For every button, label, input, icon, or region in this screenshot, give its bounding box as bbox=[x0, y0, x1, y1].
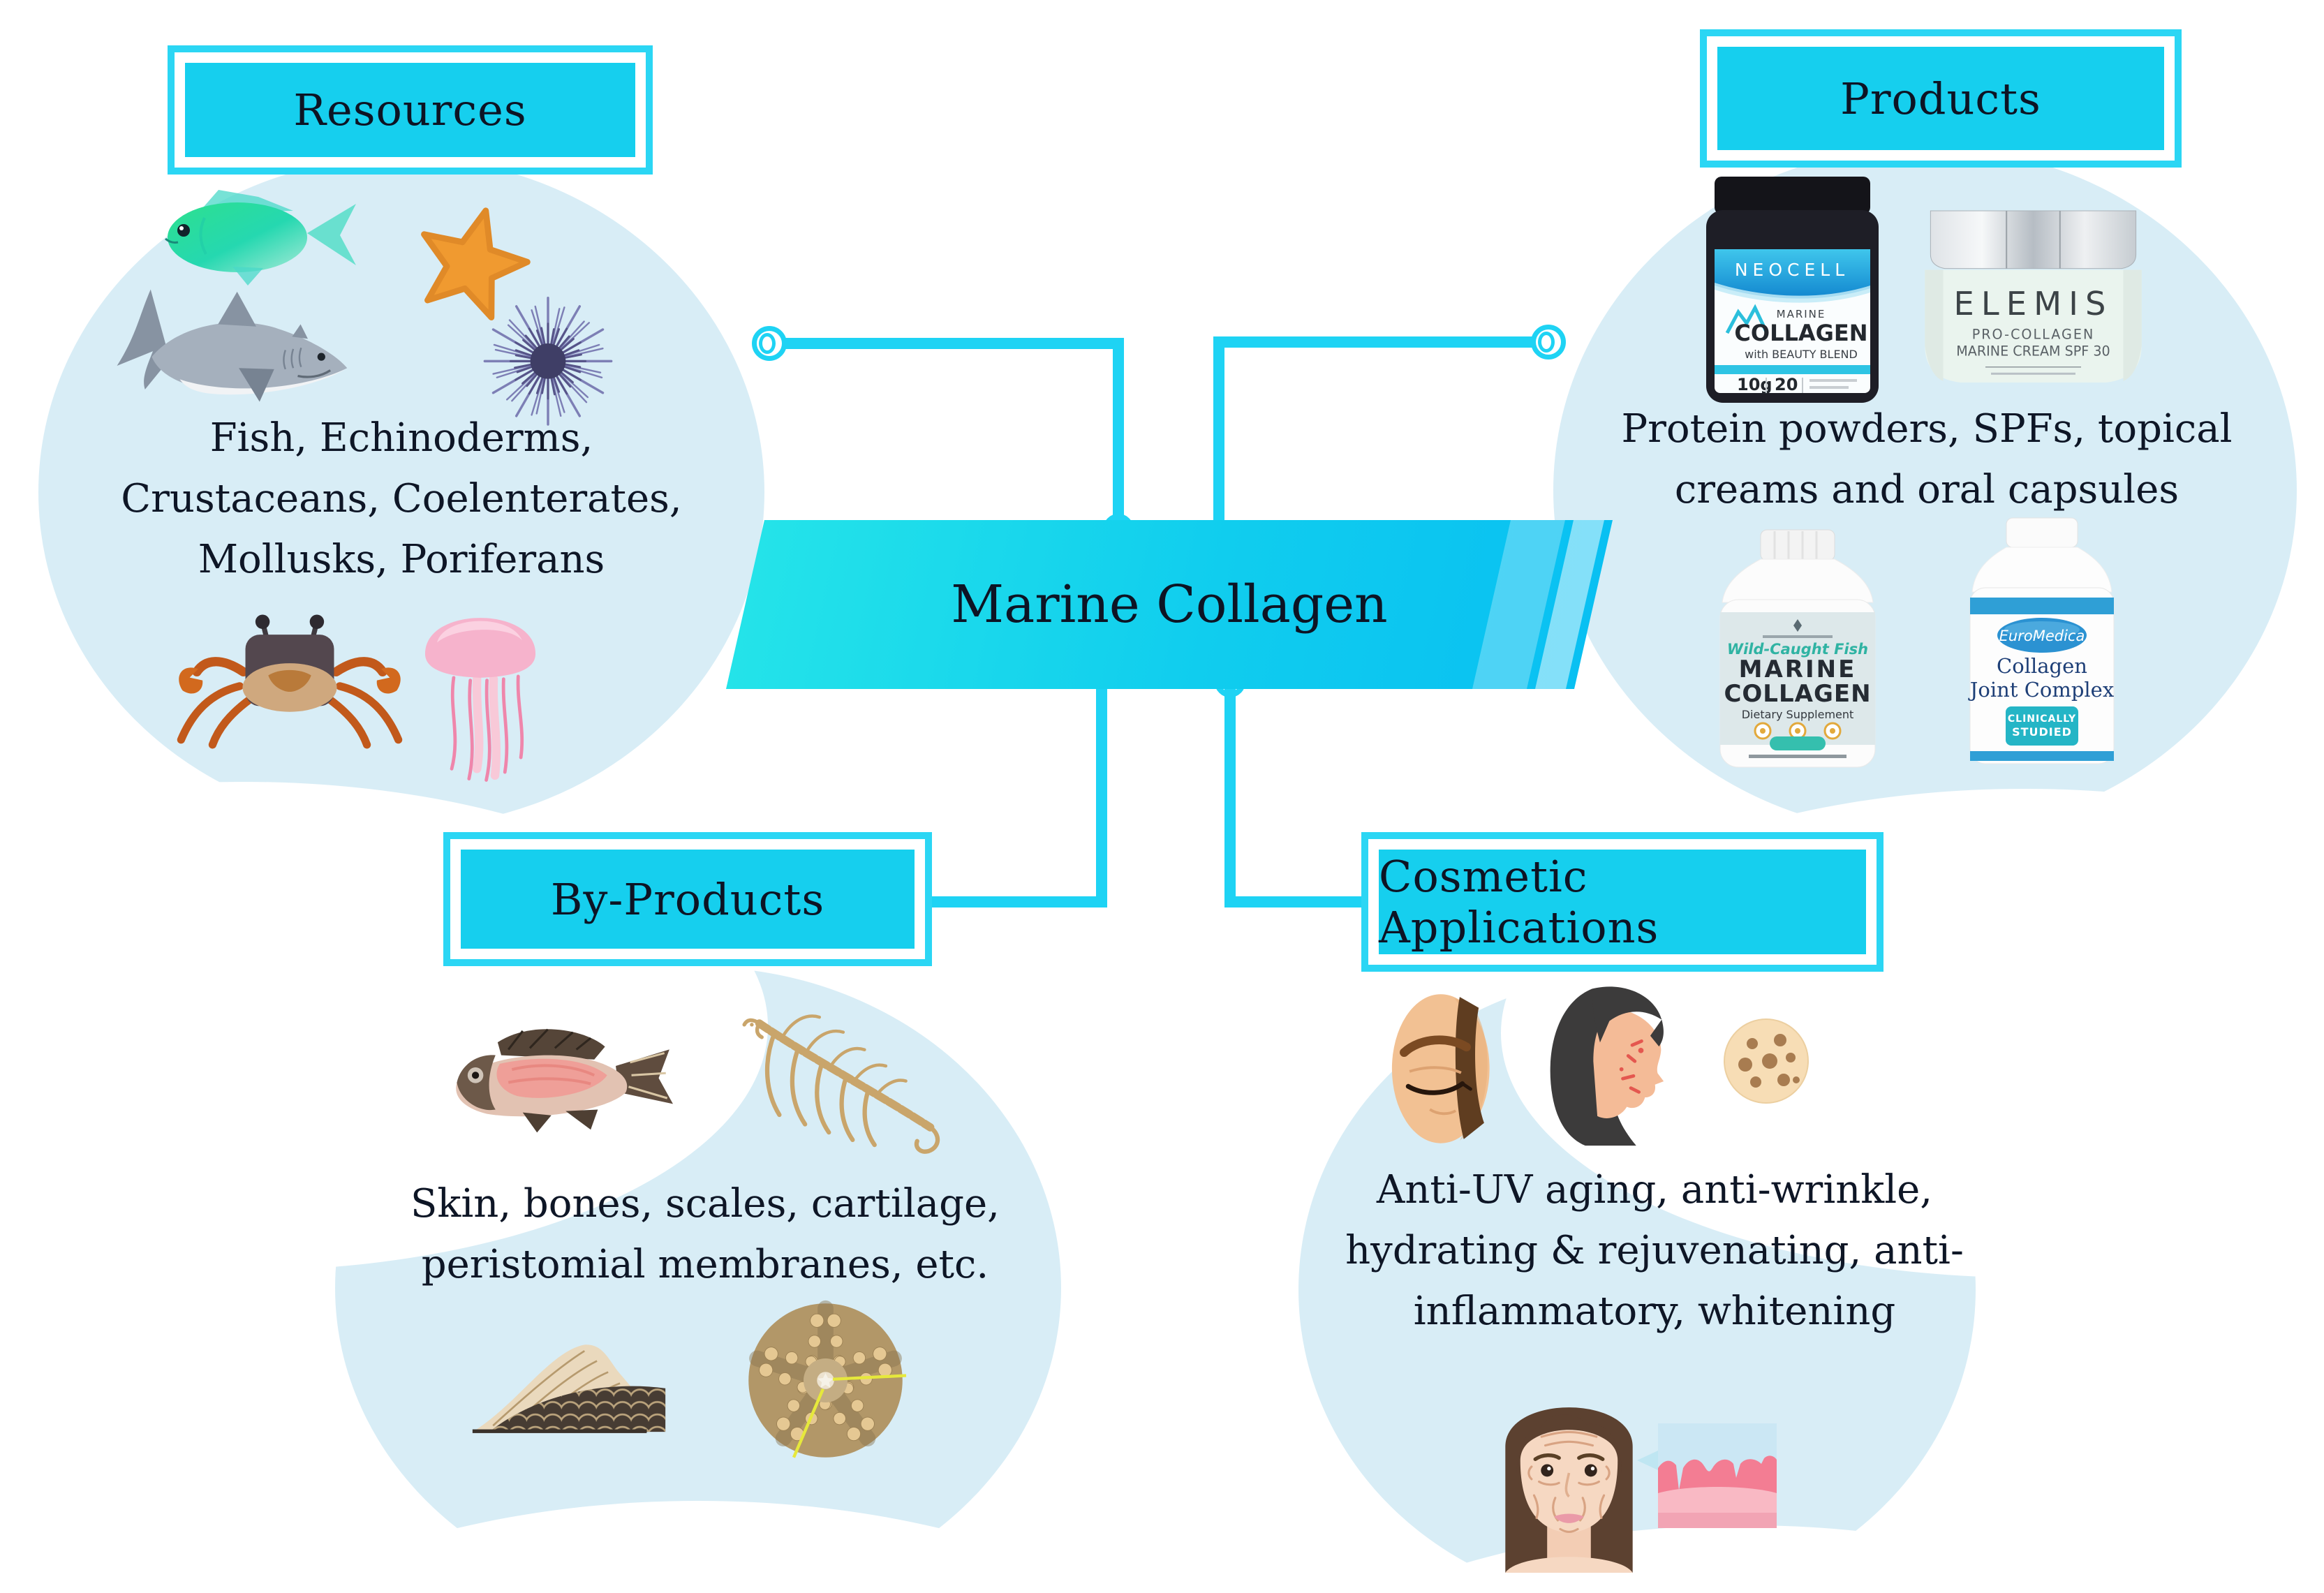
aged-face-icon bbox=[1480, 1367, 1658, 1573]
products-circle bbox=[1553, 147, 2297, 834]
euromedica-badge2: STUDIED bbox=[2012, 725, 2072, 739]
connector-top-right-v bbox=[1213, 336, 1224, 531]
euromedica-line2: Joint Complex bbox=[1968, 678, 2114, 702]
byproducts-line-2: peristomial membranes, etc. bbox=[421, 1241, 989, 1287]
euromedica-line1: Collagen bbox=[1997, 654, 2087, 678]
resources-label-text: Resources bbox=[185, 63, 635, 157]
amandean-script: Wild-Caught Fish bbox=[1727, 641, 1868, 658]
connector-top-left-h bbox=[785, 338, 1124, 349]
cosmetic-label: Cosmetic Applications bbox=[1361, 832, 1883, 972]
neocell-brand: NEOCELL bbox=[1735, 260, 1849, 280]
connector-ring-right bbox=[1531, 325, 1566, 360]
sea-urchin-icon bbox=[478, 290, 618, 426]
cosmetic-line-3: inflammatory, whitening bbox=[1413, 1288, 1896, 1334]
elemis-line1: PRO-COLLAGEN bbox=[1972, 326, 2095, 342]
cosmetic-circle-wave bbox=[1222, 1525, 2269, 1593]
neocell-line2: COLLAGEN bbox=[1734, 320, 1867, 346]
connector-top-left-v bbox=[1113, 338, 1124, 531]
connector-bottom-left-v bbox=[1096, 688, 1107, 907]
diagram-title: Marine Collagen bbox=[951, 575, 1388, 635]
amandean-line3: Dietary Supplement bbox=[1742, 708, 1854, 721]
fish-scales-icon bbox=[443, 1312, 695, 1455]
products-label: Products bbox=[1700, 29, 2182, 168]
green-fish-icon bbox=[150, 183, 373, 288]
fish-skeleton-icon bbox=[733, 991, 946, 1166]
elemis-brand: ELEMIS bbox=[1954, 285, 2113, 323]
crab-icon bbox=[161, 600, 419, 750]
cosmetic-description: Anti-UV aging, anti-wrinkle, hydrating &… bbox=[1305, 1160, 2004, 1342]
elemis-cream-icon: ELEMIS PRO-COLLAGEN MARINE CREAM SPF 30 bbox=[1902, 208, 2164, 391]
resources-description: Fish, Echinoderms, Crustaceans, Coelente… bbox=[49, 408, 754, 590]
euromedica-badge1: CLINICALLY bbox=[2008, 713, 2076, 725]
starfish-icon bbox=[408, 204, 534, 326]
connector-ring-left bbox=[752, 326, 787, 361]
cosmetic-label-text: Cosmetic Applications bbox=[1379, 850, 1866, 954]
products-line-2: creams and oral capsules bbox=[1674, 466, 2179, 512]
neocell-line1: MARINE bbox=[1777, 308, 1826, 320]
sea-urchin-test-icon bbox=[737, 1295, 915, 1466]
byproducts-description: Skin, bones, scales, cartilage, peristom… bbox=[370, 1174, 1040, 1296]
resources-line-2: Crustaceans, Coelenterates, bbox=[121, 475, 682, 521]
magnifier-pointer bbox=[1637, 1451, 1658, 1470]
neocell-line3: with BEAUTY BLEND bbox=[1745, 348, 1858, 361]
connector-bottom-right-h bbox=[1224, 896, 1364, 907]
byproducts-label-text: By-Products bbox=[461, 850, 915, 949]
euromedica-brand: EuroMedica bbox=[1999, 628, 2085, 644]
neocell-jar-icon: NEOCELL MARINE COLLAGEN with BEAUTY BLEN… bbox=[1696, 171, 1888, 408]
connector-top-right-h bbox=[1219, 336, 1533, 348]
byproducts-label: By-Products bbox=[443, 832, 932, 966]
connector-bottom-left-h bbox=[932, 896, 1107, 907]
shark-icon bbox=[77, 283, 384, 412]
jellyfish-icon bbox=[410, 576, 550, 789]
amandean-bottle-icon: Wild-Caught Fish MARINE COLLAGEN Dietary… bbox=[1710, 527, 1885, 771]
closed-eye-face-icon bbox=[1389, 988, 1504, 1148]
amandean-line2: COLLAGEN bbox=[1724, 680, 1871, 708]
skin-cross-section-icon bbox=[1658, 1423, 1777, 1529]
resources-line-3: Mollusks, Poriferans bbox=[198, 536, 605, 582]
amandean-line1: MARINE bbox=[1739, 655, 1857, 683]
resources-circle bbox=[38, 157, 764, 827]
products-label-text: Products bbox=[1717, 47, 2164, 150]
elemis-line2: MARINE CREAM SPF 30 bbox=[1956, 343, 2110, 360]
resources-label: Resources bbox=[168, 45, 653, 175]
byproducts-line-1: Skin, bones, scales, cartilage, bbox=[410, 1181, 1000, 1227]
neocell-stat2: 20 bbox=[1775, 375, 1798, 394]
cosmetic-line-2: hydrating & rejuvenating, anti- bbox=[1345, 1227, 1964, 1273]
cosmetic-line-1: Anti-UV aging, anti-wrinkle, bbox=[1376, 1167, 1933, 1213]
byproduct-fish-icon bbox=[415, 1012, 702, 1148]
euromedica-bottle-icon: EuroMedica Collagen Joint Complex CLINIC… bbox=[1962, 517, 2122, 768]
byproducts-circle-wave bbox=[140, 1501, 1257, 1593]
connector-bottom-right-v bbox=[1224, 688, 1236, 907]
resources-line-1: Fish, Echinoderms, bbox=[209, 415, 593, 461]
products-line-1: Protein powders, SPFs, topical bbox=[1621, 406, 2233, 452]
central-banner: Marine Collagen bbox=[726, 520, 1613, 689]
products-description: Protein powders, SPFs, topical creams an… bbox=[1613, 399, 2241, 521]
skin-pores-icon bbox=[1721, 1016, 1812, 1106]
profile-irritation-icon bbox=[1529, 981, 1686, 1148]
